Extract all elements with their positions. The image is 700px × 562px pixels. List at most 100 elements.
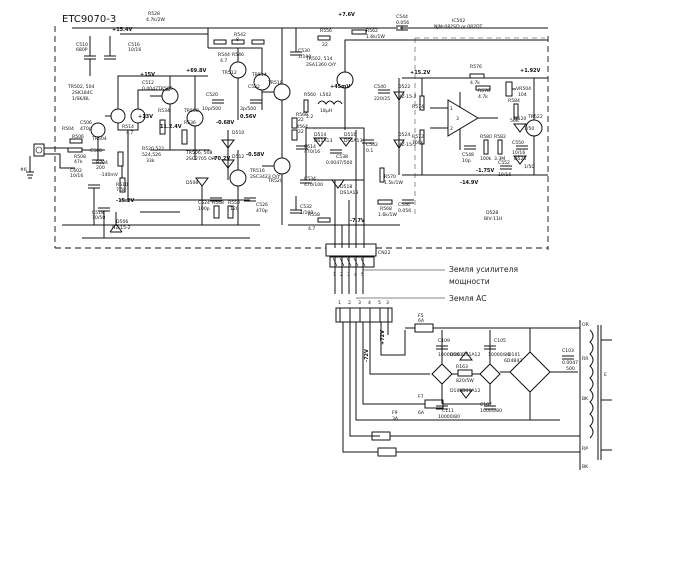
label-c522-value: 3p/500 — [240, 106, 256, 112]
label-tr508: TR508 — [183, 108, 199, 114]
label-r528: R528 — [148, 11, 160, 17]
connector-pin-bottom: 3 — [358, 300, 361, 306]
label-c530: C530 — [298, 48, 310, 54]
label-r550: R550 — [228, 200, 240, 206]
label-vr504-value: 104 — [518, 92, 527, 98]
label-f9: F9 — [392, 410, 398, 416]
label-r534: R534 — [158, 108, 170, 114]
label-r562: R562 — [366, 28, 378, 34]
label-r560-value: 2.2 — [306, 114, 313, 120]
label-c540: C540 — [374, 84, 386, 90]
label-r568: R568 — [380, 206, 392, 212]
label-c552: C552 — [498, 160, 510, 166]
label-r163-value: 820/5W — [456, 378, 474, 384]
label-r582: R582 — [494, 134, 506, 140]
label-c520: C520 — [206, 92, 218, 98]
label-c510: C510 — [76, 42, 88, 48]
label-r548: R548 — [212, 200, 224, 206]
label-ic502: IC502 — [452, 18, 465, 24]
label-d105-value: DS1A12 — [462, 388, 480, 394]
label-r163: R163 — [456, 364, 468, 370]
label-f9-value: 3A — [392, 416, 399, 422]
label-r508: R508 — [74, 154, 86, 160]
label-tr502-514-value: 2SA1360 O/Y — [306, 62, 336, 68]
label-ic502-value: NJM-082SD or 082DT — [434, 24, 483, 30]
label-c602: C602 — [70, 168, 82, 174]
label-d514: D514 — [314, 132, 326, 138]
label-r504: R504 — [62, 126, 74, 132]
voltage-amp-stage — [150, 28, 291, 225]
label-d522: D522 — [398, 84, 410, 90]
label-r584: R584 — [508, 98, 520, 104]
label-r544: R544 — [218, 52, 230, 58]
label-tr506-series: TR506, 508 — [185, 150, 213, 156]
label-c544-value: 0.056 — [396, 20, 409, 26]
label-l502-value: 18μH — [320, 108, 332, 114]
label-c524-value: 100p — [198, 206, 210, 212]
label-d508: D508 — [186, 180, 198, 186]
connector-pin-bottom: 4 — [368, 300, 371, 306]
label-t-bk: BK — [582, 396, 589, 402]
label-c602-value: 10/16 — [70, 173, 83, 179]
connector-pin-top: 2 — [340, 272, 343, 278]
label-v70-2: -70.2V — [212, 156, 230, 162]
label-tr516-value: 2SC3423 O/Y — [250, 174, 280, 180]
label-v15-4: +15.4V — [112, 27, 133, 33]
label-v13: +13V — [138, 114, 153, 120]
label-r568-value: 1.6k/1W — [378, 212, 397, 218]
label-v12-4: 11.2.4V — [160, 124, 182, 130]
label-r574: R574 — [412, 104, 424, 110]
label-c512-value: 0.0047 — [142, 86, 158, 92]
annotation-amp-ground-line2: мощности — [449, 277, 490, 286]
connector-pin-top: 5 — [361, 272, 364, 278]
label-d101: D101 — [508, 352, 520, 358]
label-d512: D512 — [232, 154, 244, 160]
label-v15-2: +15.2V — [410, 70, 431, 76]
label-f5-value: 6A — [418, 318, 425, 324]
label-c538-value: 0.0047/500 — [326, 160, 352, 166]
label-c518: C518 — [92, 210, 104, 216]
label-r558-value: 4.7 — [308, 226, 315, 232]
label-c518-value: 10/50 — [92, 215, 105, 221]
label-c105: C105 — [494, 338, 506, 344]
label-c506: C506 — [80, 120, 92, 126]
label-v140: -140mV — [100, 172, 119, 178]
label-r550-value: 120 — [230, 206, 239, 212]
board-title: ETC9070-3 — [62, 14, 116, 25]
label-r546: R546 — [232, 52, 244, 58]
label-v15: +15V — [140, 72, 155, 78]
connector-pin-bottom: 1 — [338, 300, 341, 306]
label-r510-value: 7.5k — [116, 187, 126, 193]
label-vr504: VR504 — [516, 86, 531, 92]
label-r572: R572 — [412, 134, 424, 140]
label-r570-value: 1.5k/1W — [384, 180, 403, 186]
label-tr502: TR502, 504 — [67, 84, 95, 90]
label-ic-pin2: 2 — [450, 126, 453, 132]
label-d518-value: DS1A13 — [340, 190, 358, 196]
label-d516: D516 — [344, 132, 356, 138]
label-r514: R514 — [122, 124, 134, 130]
label-r508-value: 47k — [74, 159, 83, 165]
label-c526: C526 — [256, 202, 268, 208]
label-r584-value: 56K — [510, 118, 520, 124]
label-v14-9: -14.9V — [460, 180, 478, 186]
label-tr506: TR506 — [157, 86, 173, 92]
label-t-e: E — [604, 372, 607, 378]
label-c540-value: 220/25 — [374, 96, 390, 102]
label-r576: R576 — [470, 64, 482, 70]
label-d526-value: 1/50 — [524, 164, 534, 170]
label-c532-value: 1/100 — [300, 210, 313, 216]
label-r562-value: 1.6k/1W — [366, 34, 385, 40]
connector-pin-bottom: 3 — [386, 300, 389, 306]
label-c107: C107 — [480, 402, 492, 408]
label-d522-value: HZ-15-2 — [398, 94, 417, 100]
connector-labels: CN22 1 2 3 4 5 1 2 3 4 5 3 — [333, 250, 391, 306]
label-r544-value: 4.7 — [220, 58, 227, 64]
label-f7: F7 — [418, 394, 424, 400]
label-r556-value: 22 — [322, 42, 328, 48]
label-c526-value: 470p — [256, 208, 268, 214]
label-c548-value: 10p — [462, 158, 471, 164]
annotation-speaker-ground: Земля АС — [449, 294, 487, 303]
label-f5: F5 — [418, 313, 424, 319]
